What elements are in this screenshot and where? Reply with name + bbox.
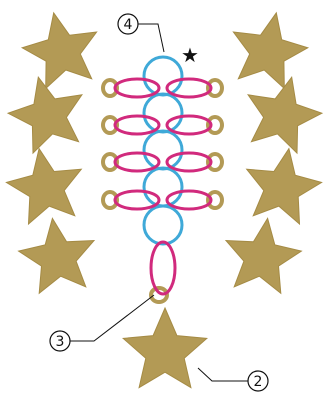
callout-2-leader	[198, 368, 248, 381]
star-charm-right-2	[248, 77, 322, 153]
small-jump-ring-left-2	[115, 116, 159, 134]
callout-3-leader	[70, 295, 154, 341]
small-jump-ring-right-4	[167, 191, 211, 209]
callout-2-number: 2	[254, 374, 263, 390]
small-jump-ring-left-4	[115, 191, 159, 209]
small-jump-ring-bottom	[151, 242, 175, 294]
charm-eye-rings	[103, 80, 222, 302]
small-jump-ring-left-3	[115, 153, 159, 171]
small-jump-ring-left-1	[115, 79, 159, 97]
right-star-charms	[226, 13, 322, 293]
bottom-star-charm	[123, 308, 207, 388]
large-jump-ring-2	[144, 94, 182, 132]
large-jump-ring-5	[144, 206, 182, 244]
star-charm-right-3	[247, 149, 322, 224]
large-jump-ring-chain	[144, 57, 182, 244]
callout-4-leader	[138, 24, 164, 52]
callout-4: 4	[118, 14, 164, 52]
star-charm-left-1	[22, 13, 96, 89]
star-charm-right-4	[226, 218, 301, 293]
large-jump-ring-3	[144, 131, 182, 169]
star-charm-bottom	[123, 308, 207, 388]
left-star-charms	[6, 13, 96, 293]
callout-2: 2	[198, 368, 268, 391]
callout-4-number: 4	[124, 17, 133, 33]
star-charm-left-2	[8, 77, 82, 153]
small-jump-ring-right-2	[167, 116, 211, 134]
small-jump-ring-links	[115, 79, 211, 294]
callout-3-number: 3	[56, 334, 65, 350]
star-charm-left-3	[6, 149, 81, 224]
star-charm-left-4	[19, 218, 94, 293]
large-jump-ring-4	[144, 168, 182, 206]
star-charm-right-1	[233, 13, 307, 89]
small-jump-ring-right-1	[167, 79, 211, 97]
large-jump-ring-1	[144, 57, 182, 95]
star-marker: ★	[181, 43, 199, 67]
small-jump-ring-right-3	[167, 153, 211, 171]
